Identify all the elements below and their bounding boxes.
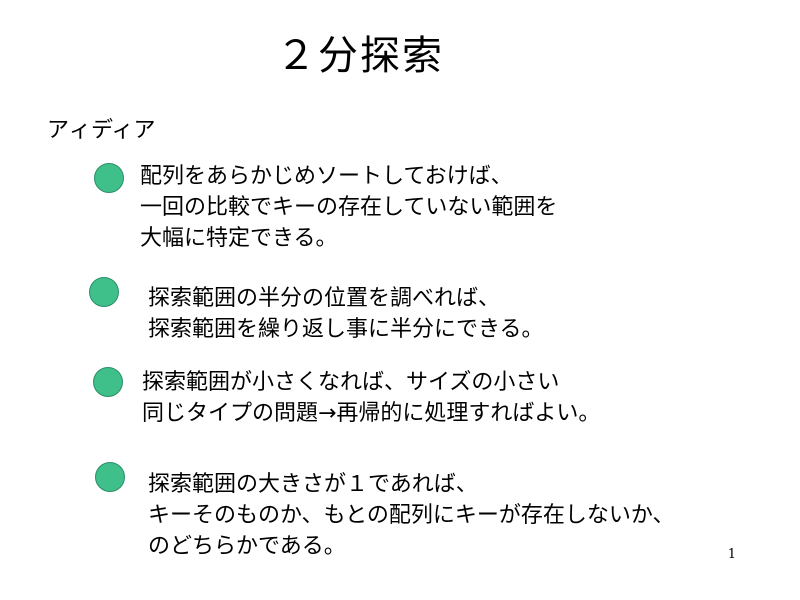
point-4-line-3: のどちらかである。 [148,534,346,559]
point-1-line-3: 大幅に特定できる。 [140,226,338,251]
point-2: 探索範囲の半分の位置を調べれば、 探索範囲を繰り返し事に半分にできる。 [148,283,544,345]
slide-title: ２分探索 [276,33,444,79]
bullet-icon [94,163,124,193]
point-1-line-2: 一回の比較でキーの存在していない範囲を [140,195,558,220]
point-2-line-2: 探索範囲を繰り返し事に半分にできる。 [148,317,544,342]
bullet-icon [93,367,123,397]
point-2-line-1: 探索範囲の半分の位置を調べれば、 [148,286,501,311]
point-1: 配列をあらかじめソートしておけば、 一回の比較でキーの存在していない範囲を 大幅… [140,161,557,254]
point-3-line-2: 同じタイプの問題→再帰的に処理すればよい。 [142,401,601,426]
point-4-line-2: キーそのものか、もとの配列にキーが存在しないか、 [148,503,675,528]
point-3-line-1: 探索範囲が小さくなれば、サイズの小さい [142,370,560,395]
bullet-icon [89,277,119,307]
section-label: アィディア [47,118,156,143]
point-4-line-1: 探索範囲の大きさが１であれば、 [148,472,478,497]
point-4: 探索範囲の大きさが１であれば、 キーそのものか、もとの配列にキーが存在しないか、… [148,469,674,562]
bullet-icon [95,462,125,492]
page-number: 1 [727,547,736,562]
point-1-line-1: 配列をあらかじめソートしておけば、 [140,164,513,189]
point-3: 探索範囲が小さくなれば、サイズの小さい 同じタイプの問題→再帰的に処理すればよい… [142,367,600,429]
